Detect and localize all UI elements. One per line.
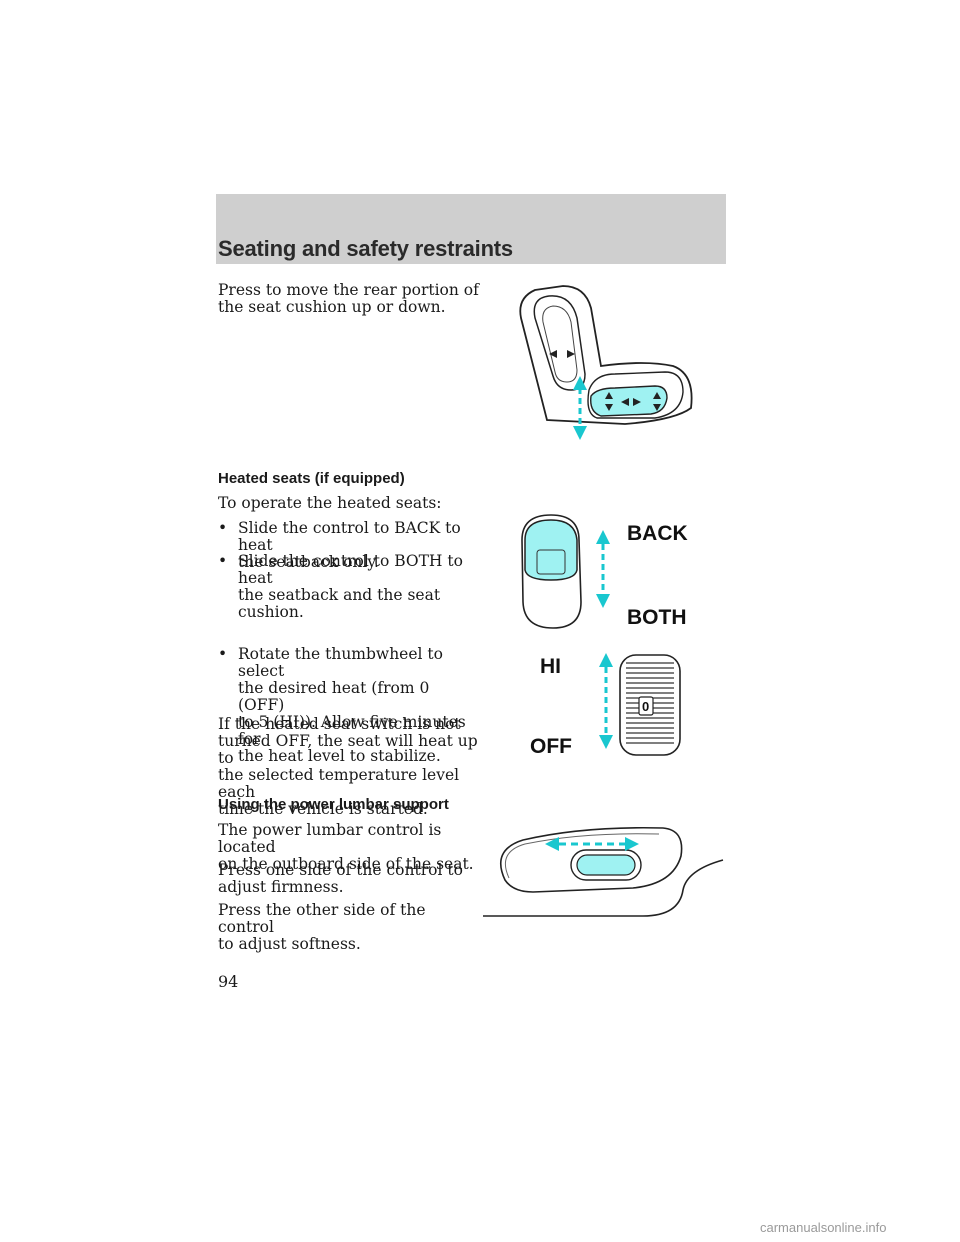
bullet-dot: • xyxy=(218,645,228,663)
bullet-line: Rotate the thumbwheel to select xyxy=(238,645,443,680)
arrow-down-icon xyxy=(573,426,587,440)
lumbar-paragraph-3: Press the other side of the control to a… xyxy=(218,902,480,953)
lumbar-line: adjust firmness. xyxy=(218,878,344,896)
arrow-up-icon xyxy=(596,530,610,544)
note-line: If the heated seat switch is not xyxy=(218,715,461,733)
bullet-item-both: • Slide the control to BOTH to heat the … xyxy=(218,553,480,621)
seat-base-contour xyxy=(483,859,724,917)
bullet-item-back: • Slide the control to BACK to heat the … xyxy=(218,520,480,571)
seatback-switch-inner xyxy=(542,305,578,383)
bullet-item-thumbwheel: • Rotate the thumbwheel to select the de… xyxy=(218,646,480,765)
arrow-down-icon xyxy=(599,735,613,749)
arrow-right-icon xyxy=(625,837,639,851)
arrow-up-icon xyxy=(653,392,661,399)
arrow-right-icon xyxy=(567,350,575,358)
arrow-up-icon xyxy=(573,376,587,390)
hi-label: HI xyxy=(540,655,561,678)
lumbar-line: Press the other side of the control xyxy=(218,901,426,936)
lumbar-line: to adjust softness. xyxy=(218,935,361,953)
lumbar-line: Press one side of the control to xyxy=(218,861,463,879)
intro-line-1: Press to move the rear portion of xyxy=(218,281,479,299)
lumbar-heading: Using the power lumbar support xyxy=(218,796,449,813)
heated-seats-note: If the heated seat switch is not turned … xyxy=(218,716,480,818)
heated-seats-lead: To operate the heated seats: xyxy=(218,494,442,512)
bullet-line: the desired heat (from 0 (OFF) xyxy=(238,679,430,714)
bullet-line: to 5 (HI)). Allow five minutes for xyxy=(238,713,466,748)
lumbar-line: on the outboard side of the seat. xyxy=(218,855,474,873)
heat-level-thumbwheel-figure: HI OFF 0 xyxy=(530,653,681,758)
note-line: time the vehicle is started. xyxy=(218,800,428,818)
heated-seat-mode-switch-figure: BACK BOTH xyxy=(521,514,688,629)
bullet-line: the heat level to stabilize. xyxy=(238,747,441,765)
arrow-right-icon xyxy=(633,398,641,406)
intro-paragraph: Press to move the rear portion of the se… xyxy=(218,282,480,316)
page-number: 94 xyxy=(218,972,239,991)
back-label: BACK xyxy=(627,522,688,545)
heated-seats-heading: Heated seats (if equipped) xyxy=(218,470,405,487)
note-line: the selected temperature level each xyxy=(218,766,460,801)
arrow-up-icon xyxy=(599,653,613,667)
arrow-left-icon xyxy=(621,398,629,406)
bullet-line: Slide the control to BACK to heat xyxy=(238,519,461,554)
bullet-line: the seatback and the seat xyxy=(238,586,441,604)
bullet-line: the seatback only. xyxy=(238,553,379,571)
seat-cushion-control-figure xyxy=(519,285,693,440)
arrow-down-icon xyxy=(653,404,661,411)
bullet-dot: • xyxy=(218,552,228,570)
bullet-line: cushion. xyxy=(238,603,304,621)
section-title: Seating and safety restraints xyxy=(218,236,513,261)
arrow-left-icon xyxy=(549,350,557,358)
watermark: carmanualsonline.info xyxy=(760,1220,887,1235)
bullet-line: Slide the control to BOTH to heat xyxy=(238,552,463,587)
intro-line-2: the seat cushion up or down. xyxy=(218,298,446,316)
lumbar-paragraph-2: Press one side of the control to adjust … xyxy=(218,862,480,896)
slide-switch-inner-pad xyxy=(536,549,566,575)
note-line: turned OFF, the seat will heat up to xyxy=(218,732,478,767)
both-label: BOTH xyxy=(627,606,687,629)
thumbwheel-ridges xyxy=(626,662,674,744)
seat-side-inner-line xyxy=(505,833,660,879)
lumbar-paragraph-1: The power lumbar control is located on t… xyxy=(218,822,480,873)
arrow-up-icon xyxy=(605,392,613,399)
seatback-switch-outline xyxy=(533,295,586,391)
lumbar-line: The power lumbar control is located xyxy=(218,821,442,856)
arrow-down-icon xyxy=(605,404,613,411)
section-header-band xyxy=(216,194,726,264)
bullet-dot: • xyxy=(218,519,228,537)
off-label: OFF xyxy=(530,735,572,758)
arrow-down-icon xyxy=(596,594,610,608)
arrow-left-icon xyxy=(545,837,559,851)
lumbar-switch xyxy=(576,854,636,876)
thumbwheel-value-badge xyxy=(638,696,654,716)
thumbwheel-value: 0 xyxy=(642,699,649,714)
lumbar-control-figure xyxy=(483,826,724,917)
